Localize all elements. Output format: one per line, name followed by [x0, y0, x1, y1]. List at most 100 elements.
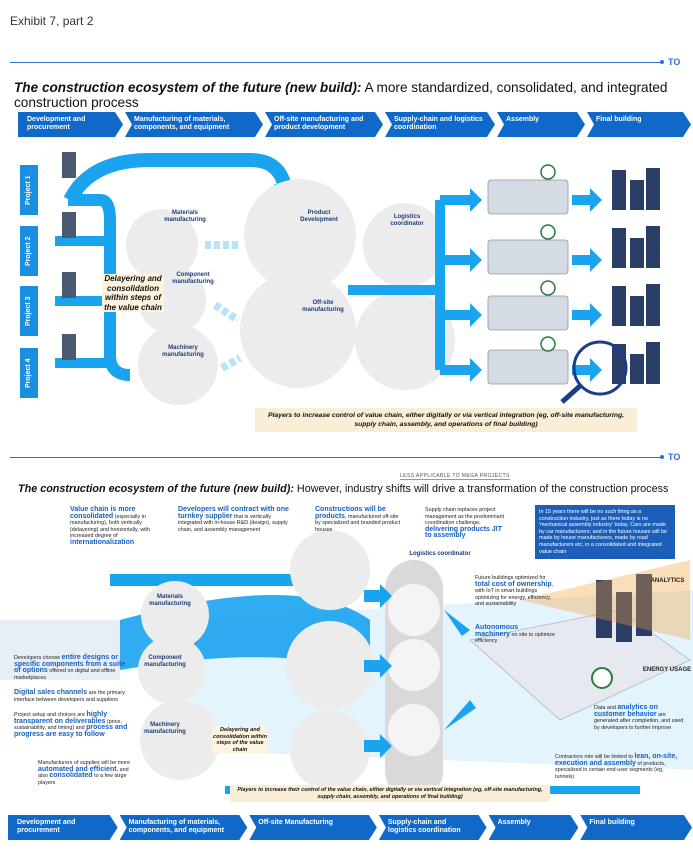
section1-steps: Development and procurement Manufacturin… — [18, 112, 693, 137]
offsite-label: Off-site manufacturing — [302, 300, 344, 313]
developer-scene — [0, 620, 120, 680]
section1-title: The construction ecosystem of the future… — [14, 80, 674, 110]
note-digital-text: are the primary interface between develo… — [14, 690, 125, 703]
s2-arrows — [364, 584, 476, 758]
link-p2 — [55, 236, 110, 246]
s2-machinery-circle — [140, 700, 220, 780]
note-designs: Developers choose entire designs or spec… — [14, 654, 132, 681]
note-transparent: Project setup and choices are highly tra… — [14, 711, 132, 738]
logistics-label: Logistics coordinator — [390, 214, 424, 227]
s2-step-supply-chain: Supply-chain and logistics coordination — [379, 815, 487, 840]
note-automated-text3: to a few large players — [38, 773, 127, 786]
logistics-circle — [363, 203, 447, 287]
note-transparent-bold2: process and progress are easy to follow — [14, 724, 128, 738]
divider-dot-2 — [660, 455, 664, 459]
energy-usage-label: ENERGY USAGE — [642, 667, 692, 673]
step-manufacturing: Manufacturing of materials, components, … — [125, 112, 263, 137]
note-designs-text: Developers choose — [14, 655, 62, 661]
link-p3 — [55, 296, 110, 306]
note-transparent-text2: (price, sustainability, and timing) and — [14, 718, 122, 732]
magnifier-handle-icon — [560, 384, 582, 404]
note-digital-bold: Digital sales channels — [14, 689, 88, 696]
note-automated-bold: automated and efficient — [38, 765, 117, 773]
note-turnkey-text: that is vertically integrated with in-ho… — [178, 513, 288, 533]
section2-title: The construction ecosystem of the future… — [18, 483, 688, 495]
note-analytics: Data and analytics on customer behavior … — [594, 704, 686, 731]
step-assembly: Assembly — [497, 112, 585, 137]
link-p4 — [55, 358, 110, 368]
product-dev-label: Product Development — [300, 210, 338, 223]
machinery-circle — [138, 325, 218, 405]
section2-title-rest: However, industry shifts will drive a tr… — [293, 483, 669, 495]
s2-clock-icon — [591, 667, 613, 689]
project-4-label: Project 4 — [20, 348, 38, 398]
s2-step-final-building: Final building — [580, 815, 692, 840]
note-value-chain-text: (especially in manufacturing), both vert… — [70, 513, 150, 540]
note-automated-text: Manufacturers of supplies will be more — [38, 760, 130, 766]
note-value-chain: Value chain is more consolidated (especi… — [70, 506, 160, 546]
s2-logistics-label: Logistics coordinator — [409, 551, 471, 557]
note-fifteen-years: In 15 years there will be no such thing … — [535, 505, 675, 560]
assembly-arrows — [440, 188, 602, 382]
to-marker: TO — [668, 57, 681, 67]
truck-3-circle — [388, 704, 440, 756]
divider-top — [10, 62, 662, 63]
note-future-buildings-bold: total cost of ownership — [475, 580, 552, 588]
analytics-tag-label: ANALYTICS — [650, 578, 685, 584]
note-supply-chain-text: Supply chain replaces project management… — [425, 507, 505, 526]
top-arrow — [63, 153, 292, 204]
component-label: Component manufacturing — [172, 272, 214, 285]
delayering-callout: Delayering and consolidation within step… — [102, 274, 164, 312]
s2-machinery-label: Machinery manufacturing — [144, 722, 186, 735]
assembly-site — [468, 609, 691, 721]
left-bracket-arrow — [68, 194, 131, 381]
note-turnkey: Developers will contract with one turnke… — [178, 506, 293, 533]
project-1-label: Project 1 — [20, 165, 38, 215]
truck-2-circle — [388, 639, 440, 691]
magnifier-icon — [572, 340, 628, 396]
note-digital: Digital sales channels are the primary i… — [14, 689, 132, 703]
step-offsite: Off-site manufacturing and product devel… — [265, 112, 383, 137]
s2-materials-label: Materials manufacturing — [149, 594, 191, 607]
note-turnkey-bold: Developers will contract with one turnke… — [178, 506, 289, 520]
s2-component-circle — [138, 636, 206, 704]
note-autonomous-bold: Autonomous machinery — [475, 624, 519, 638]
s2-step-manufacturing: Manufacturing of materials, components, … — [120, 815, 248, 840]
note-automated: Manufacturers of supplies will be more a… — [38, 760, 138, 786]
divider-dot — [660, 60, 664, 64]
building-icons — [612, 168, 660, 384]
materials-label: Materials manufacturing — [164, 210, 206, 223]
note-designs-text2: offered on digital and offline marketpla… — [14, 668, 116, 681]
truck-circle — [355, 290, 455, 390]
note-autonomous: Autonomous machinery on site to optimize… — [475, 624, 555, 645]
s2-materials-circle — [141, 581, 209, 649]
exhibit-label: Exhibit 7, part 2 — [10, 14, 94, 28]
product-dev-circle — [244, 179, 356, 291]
note-products-bold: Constructions will be products — [315, 506, 386, 520]
step-development: Development and procurement — [18, 112, 123, 137]
note-contractors-text: Contractors role will be limited to — [555, 754, 635, 760]
dash-arrow-2 — [212, 301, 241, 324]
note-value-chain-bold: Value chain is more consolidated — [70, 506, 136, 520]
divider-middle — [10, 457, 662, 458]
note-value-chain-bold2: internationalization — [70, 538, 135, 546]
note-products: Constructions will be products, manufact… — [315, 506, 403, 533]
note-future-buildings-text2: , with IoT in smart buildings optimizing… — [475, 581, 554, 608]
note-transparent-text: Project setup and choices are — [14, 712, 87, 718]
section1-illustration — [55, 152, 660, 405]
note-products-text: , manufactured off-site by specialized a… — [315, 513, 401, 533]
section2-title-bold: The construction ecosystem of the future… — [18, 483, 294, 495]
note-autonomous-text: on site to optimize efficiency — [475, 631, 555, 645]
dash-arrow-3 — [220, 354, 242, 372]
project-2-label: Project 2 — [20, 226, 38, 276]
section2-illustration — [0, 530, 693, 800]
truck-1-circle — [388, 584, 440, 636]
offsite-circle — [240, 272, 356, 388]
developer-desk-icons — [62, 152, 76, 360]
note-future-buildings: Future buildings optimized for total cos… — [475, 575, 557, 608]
step-final-building: Final building — [587, 112, 691, 137]
step-supply-chain: Supply-chain and logistics coordination — [385, 112, 495, 137]
to-marker-2: TO — [668, 452, 681, 462]
note-supply-chain-bold: delivering products JIT to assembly — [425, 525, 503, 539]
note-transparent-bold: highly transparent on deliverables — [14, 711, 108, 725]
